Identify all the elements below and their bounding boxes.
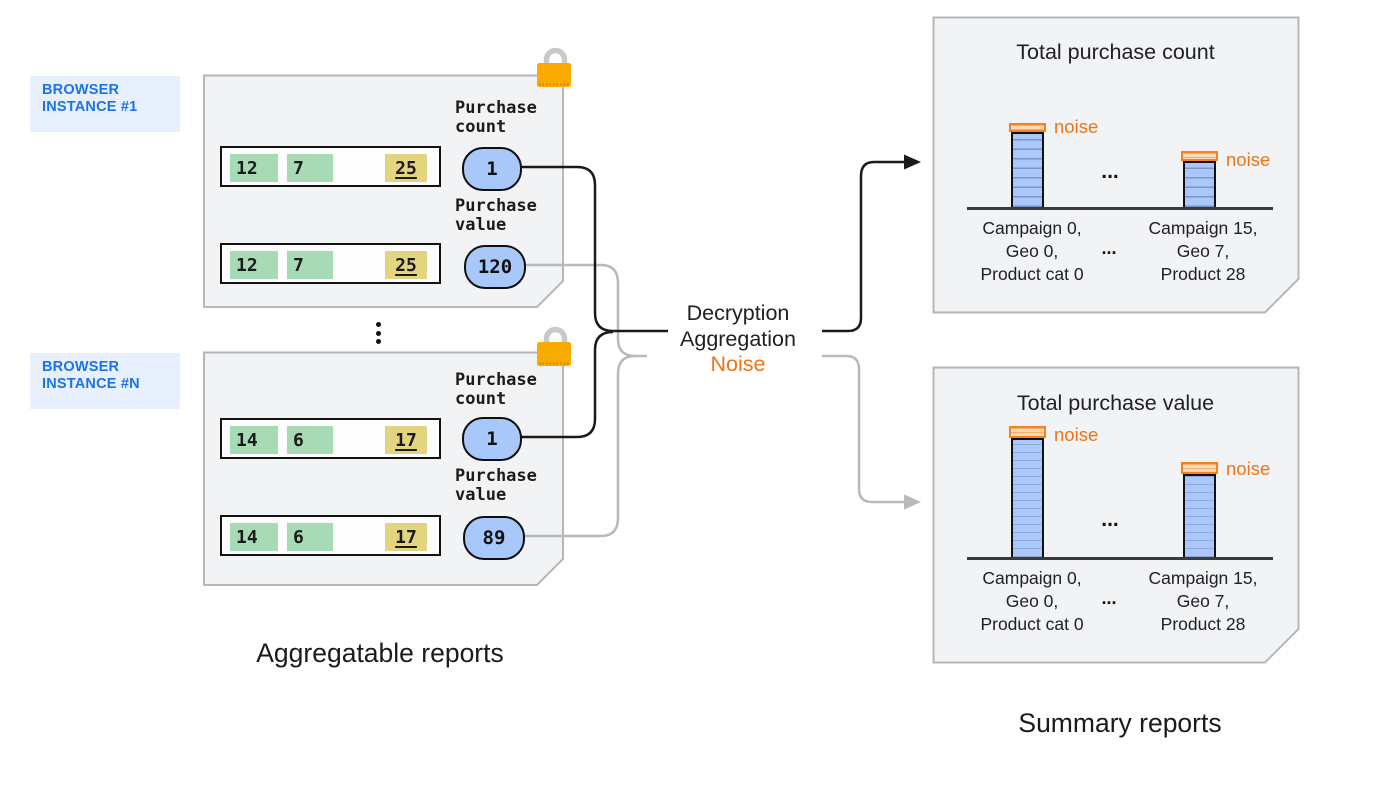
purchase-value-label: Purchase value — [455, 466, 537, 505]
count-category-right: Campaign 15, Geo 7, Product 28 — [1128, 217, 1278, 286]
category-line: Campaign 0, — [982, 568, 1082, 588]
bars-ellipsis: ... — [1101, 160, 1119, 183]
report-row: 12 7 25 — [220, 243, 441, 284]
aggregatable-reports-caption: Aggregatable reports — [256, 638, 504, 668]
bucket-cell: 6 — [287, 426, 333, 454]
count-bar — [1183, 160, 1216, 208]
noise-cap — [1009, 122, 1046, 132]
black-arrowhead-icon — [904, 154, 921, 170]
bucket-cell: 6 — [287, 523, 333, 551]
count-connectors — [518, 160, 904, 439]
connector-value-n — [520, 354, 636, 538]
bars-ellipsis: ... — [1101, 508, 1119, 531]
purchase-count-label: Purchase count — [455, 370, 537, 409]
report-row: 12 7 25 — [220, 146, 441, 187]
summary-count-title: Total purchase count — [1016, 40, 1215, 64]
categories-ellipsis: ... — [1101, 588, 1117, 608]
process-noise: Noise — [710, 352, 766, 376]
bucket-cell: 12 — [230, 251, 278, 279]
purchase-count-pill: 1 — [462, 417, 522, 461]
vertical-ellipsis-icon — [376, 322, 381, 344]
noise-annotation: noise — [1226, 149, 1271, 170]
noise-cap — [1181, 151, 1218, 161]
purchase-value-pill: 89 — [463, 516, 525, 560]
category-line: Product 28 — [1160, 614, 1246, 634]
bucket-cell-highlight: 17 — [385, 426, 427, 454]
category-line: Product 28 — [1160, 264, 1246, 284]
bucket-cell-highlight: 25 — [385, 154, 427, 182]
lock-icon — [537, 326, 571, 366]
bucket-cell: 12 — [230, 154, 278, 182]
category-line: Geo 7, — [1176, 591, 1230, 611]
gray-arrowhead-icon — [904, 494, 921, 510]
noise-annotation: noise — [1226, 458, 1271, 479]
value-bar — [1183, 474, 1216, 558]
bucket-cell-highlight: 25 — [385, 251, 427, 279]
categories-ellipsis: ... — [1101, 238, 1117, 258]
process-steps: Decryption Aggregation Noise — [645, 301, 831, 378]
noise-cap — [1009, 426, 1046, 438]
purchase-count-pill: 1 — [462, 147, 522, 191]
bucket-cell: 7 — [287, 154, 333, 182]
lock-icon — [537, 47, 571, 87]
bar-group — [1009, 122, 1046, 208]
category-line: Campaign 15, — [1148, 568, 1258, 588]
connector-value-1 — [521, 263, 647, 358]
connector-to-count-summary — [822, 160, 904, 333]
noise-annotation: noise — [1054, 424, 1099, 445]
noise-cap — [1181, 462, 1218, 474]
process-decryption: Decryption — [686, 301, 790, 325]
connector-to-value-summary — [822, 354, 904, 504]
purchase-value-pill: 120 — [464, 245, 526, 289]
value-category-left: Campaign 0, Geo 0, Product cat 0 — [957, 567, 1107, 636]
process-aggregation: Aggregation — [680, 326, 796, 351]
connector-count-n — [518, 330, 614, 439]
count-chart-plot — [967, 100, 1273, 208]
summary-value-title: Total purchase value — [1016, 391, 1215, 415]
bar-group — [1181, 462, 1218, 558]
value-axis-line — [967, 557, 1273, 560]
count-category-left: Campaign 0, Geo 0, Product cat 0 — [957, 217, 1107, 286]
purchase-count-label: Purchase count — [455, 98, 537, 137]
report-row: 14 6 17 — [220, 515, 441, 556]
bucket-cell: 14 — [230, 426, 278, 454]
category-line: Product cat 0 — [980, 614, 1084, 634]
bar-group — [1009, 426, 1046, 558]
summary-reports-caption: Summary reports — [1018, 708, 1222, 738]
purchase-value-label: Purchase value — [455, 196, 537, 235]
browser-instance-n-label: BROWSER INSTANCE #N — [30, 353, 180, 409]
bucket-cell-highlight: 17 — [385, 523, 427, 551]
summary-box-count — [932, 16, 1300, 314]
browser-instance-1-label: BROWSER INSTANCE #1 — [30, 76, 180, 132]
category-line: Geo 0, — [1005, 591, 1059, 611]
bar-group — [1181, 151, 1218, 208]
count-axis-line — [967, 207, 1273, 210]
category-line: Geo 0, — [1005, 241, 1059, 261]
value-bar — [1011, 438, 1044, 558]
count-bar — [1011, 132, 1044, 208]
category-line: Product cat 0 — [980, 264, 1084, 284]
value-connectors — [520, 263, 904, 538]
bucket-cell: 7 — [287, 251, 333, 279]
connector-count-1 — [518, 165, 668, 333]
category-line: Geo 7, — [1176, 241, 1230, 261]
report-row: 14 6 17 — [220, 418, 441, 459]
value-category-right: Campaign 15, Geo 7, Product 28 — [1128, 567, 1278, 636]
category-line: Campaign 0, — [982, 218, 1082, 238]
bucket-cell: 14 — [230, 523, 278, 551]
value-chart-plot — [967, 420, 1273, 558]
noise-annotation: noise — [1054, 116, 1099, 137]
category-line: Campaign 15, — [1148, 218, 1258, 238]
